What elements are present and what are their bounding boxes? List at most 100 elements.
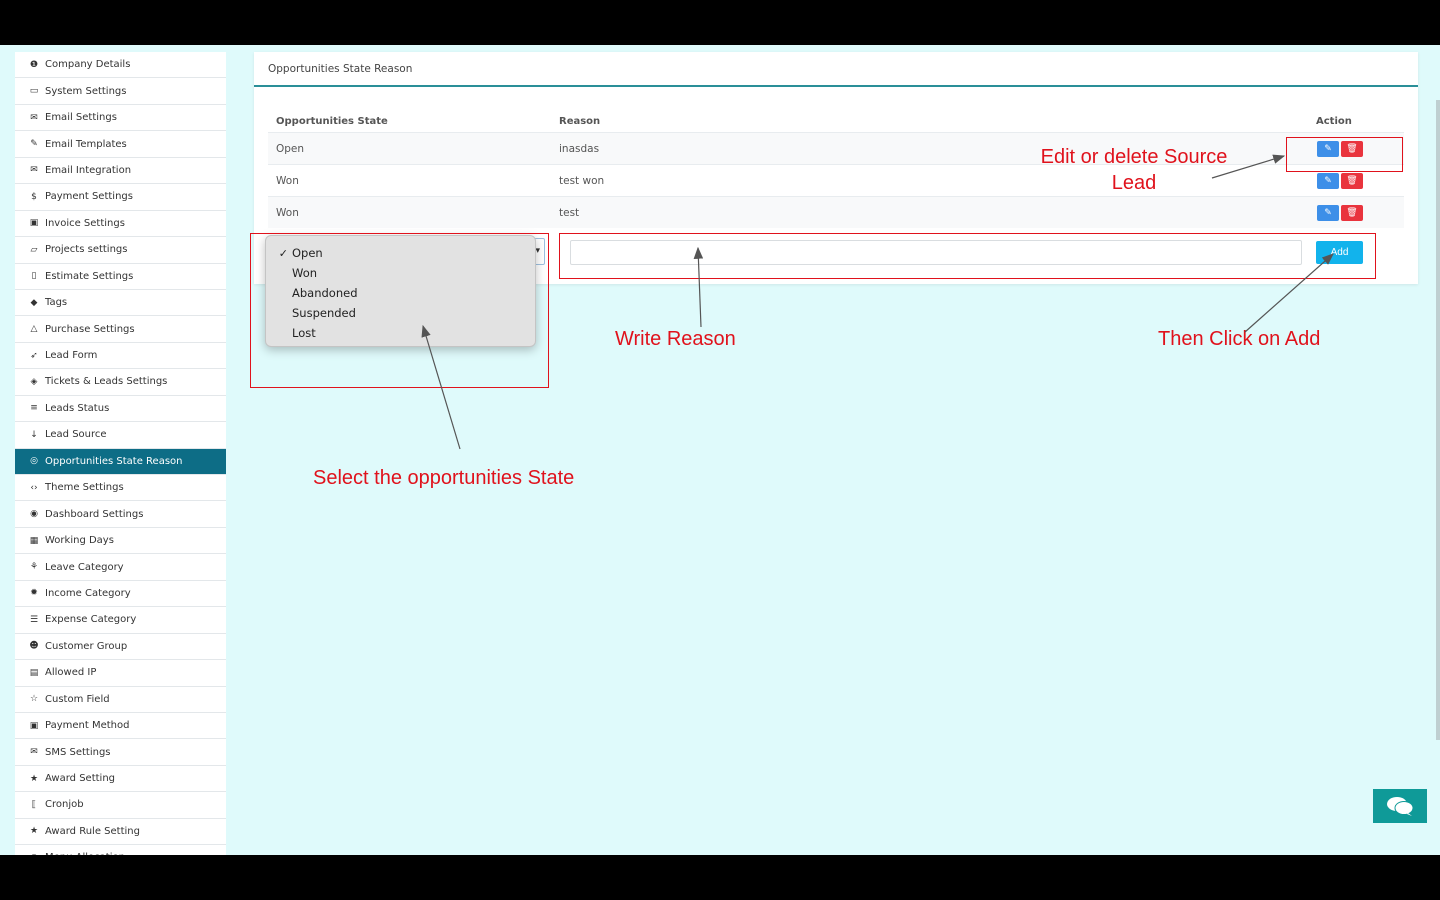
envelope-icon: ✉: [30, 747, 38, 758]
table-row: Won test ✎ 🗑: [268, 196, 1404, 228]
row-state: Won: [276, 175, 299, 187]
ticket-icon: ◈: [30, 376, 38, 387]
dropdown-option-abandoned[interactable]: Abandoned: [266, 283, 535, 303]
sidebar-item-tickets-leads-settings[interactable]: ◈ Tickets & Leads Settings: [15, 369, 226, 396]
sidebar-item-label: Purchase Settings: [45, 323, 135, 335]
dropdown-option-won[interactable]: Won: [266, 263, 535, 283]
folder-icon: ▱: [30, 244, 38, 255]
sidebar-item-email-templates[interactable]: ✎Email Templates: [15, 131, 226, 158]
sidebar-item-allowed-ip[interactable]: ▤Allowed IP: [15, 660, 226, 687]
desktop-icon: ▭: [29, 86, 39, 97]
circle-dot-icon: ◎: [30, 456, 38, 467]
delete-button[interactable]: 🗑: [1341, 141, 1363, 157]
sidebar-item-label: Income Category: [45, 587, 131, 599]
dropdown-option-open[interactable]: ✓Open: [266, 243, 535, 263]
sidebar-item-theme-settings[interactable]: ‹› Theme Settings: [15, 475, 226, 502]
sidebar-item-label: Opportunities State Reason: [45, 455, 183, 467]
row-reason: inasdas: [559, 143, 600, 155]
dashboard-icon: ◉: [30, 509, 38, 520]
sidebar-item-expense-category[interactable]: ☰Expense Category: [15, 607, 226, 634]
sidebar-item-payment-method[interactable]: ▣Payment Method: [15, 713, 226, 740]
list-icon: ≡: [30, 403, 38, 414]
sidebar-item-income-category[interactable]: ✹ Income Category: [15, 581, 226, 608]
sidebar-item-label: Dashboard Settings: [45, 508, 144, 520]
sidebar-item-cronjob[interactable]: ⟦Cronjob: [15, 792, 226, 819]
star-icon: ★: [29, 773, 39, 784]
annotation-select-state: Select the opportunities State: [313, 467, 575, 489]
sidebar-item-invoice-settings[interactable]: ▣ Invoice Settings: [15, 211, 226, 238]
sidebar-item-award-rule-setting[interactable]: ★Award Rule Setting: [15, 819, 226, 846]
dropdown-option-label: Lost: [292, 326, 316, 340]
sidebar-item-tags[interactable]: ◆ Tags: [15, 290, 226, 317]
sidebar-item-label: Award Setting: [45, 773, 116, 785]
sidebar-item-email-settings[interactable]: ✉Email Settings: [15, 105, 226, 132]
sidebar-item-email-integration[interactable]: ✉Email Integration: [15, 158, 226, 185]
page-scrollbar[interactable]: [1436, 100, 1440, 740]
sidebar-item-payment-settings[interactable]: $Payment Settings: [15, 184, 226, 211]
file-icon: ▯: [31, 271, 37, 282]
row-reason: test won: [559, 175, 605, 187]
sidebar-item-projects-settings[interactable]: ▱ Projects settings: [15, 237, 226, 264]
sidebar-item-lead-source[interactable]: ↓ Lead Source: [15, 422, 226, 449]
star-outline-icon: ☆: [29, 694, 39, 705]
delete-button[interactable]: 🗑: [1341, 173, 1363, 189]
edit-button[interactable]: ✎: [1317, 141, 1339, 157]
tags-icon: ◆: [30, 297, 38, 308]
sidebar-item-dashboard-settings[interactable]: ◉ Dashboard Settings: [15, 501, 226, 528]
envelope-outline-icon: ✉: [30, 165, 38, 176]
sidebar-item-system-settings[interactable]: ▭System Settings: [15, 78, 226, 105]
leaf-icon: ⚘: [29, 562, 39, 573]
sidebar-item-label: Tickets & Leads Settings: [45, 376, 168, 388]
money-icon: ▣: [29, 218, 39, 229]
arrow-down-icon: ↓: [30, 429, 38, 440]
sidebar-item-purchase-settings[interactable]: △ Purchase Settings: [15, 316, 226, 343]
edit-button[interactable]: ✎: [1317, 205, 1339, 221]
certificate-icon: ✹: [30, 588, 38, 599]
sidebar-item-label: Lead Source: [45, 429, 107, 441]
sidebar-item-custom-field[interactable]: ☆Custom Field: [15, 687, 226, 713]
edit-button[interactable]: ✎: [1317, 173, 1339, 189]
chevron-down-icon: ▾: [535, 246, 540, 256]
panel-title: Opportunities State Reason: [268, 63, 413, 75]
sidebar-item-sms-settings[interactable]: ✉SMS Settings: [15, 739, 226, 766]
sidebar-item-label: Projects settings: [45, 244, 128, 256]
chat-button[interactable]: [1373, 789, 1427, 823]
sidebar-item-lead-form[interactable]: ➶Lead Form: [15, 343, 226, 370]
trash-icon: 🗑: [1346, 208, 1358, 218]
row-state: Won: [276, 207, 299, 219]
sidebar-item-award-setting[interactable]: ★ Award Setting: [15, 766, 226, 793]
sidebar-item-leads-status[interactable]: ≡ Leads Status: [15, 396, 226, 423]
dollar-icon: $: [31, 191, 37, 202]
dropdown-option-label: Suspended: [292, 306, 356, 320]
sidebar-item-label: Cronjob: [45, 799, 84, 811]
sidebar-item-label: Tags: [45, 297, 68, 309]
dropdown-option-suspended[interactable]: Suspended: [266, 303, 535, 323]
sidebar-item-label: Company Details: [45, 59, 131, 71]
sidebar-item-working-days[interactable]: ▦Working Days: [15, 528, 226, 555]
sidebar-item-label: Leave Category: [45, 561, 124, 573]
sidebar-item-label: Email Templates: [45, 138, 127, 150]
delete-button[interactable]: 🗑: [1341, 205, 1363, 221]
sidebar-item-customer-group[interactable]: ☻Customer Group: [15, 634, 226, 661]
sidebar-item-label: Invoice Settings: [45, 217, 125, 229]
code-icon: ‹›: [30, 482, 38, 493]
trash-icon: 🗑: [1346, 176, 1358, 186]
sidebar-item-estimate-settings[interactable]: ▯ Estimate Settings: [15, 264, 226, 290]
sidebar-item-opportunities-state-reason[interactable]: ◎ Opportunities State Reason: [15, 448, 226, 475]
shopping-bag-icon: △: [30, 324, 38, 335]
annotation-edit-delete-line1: Edit or delete Source: [1040, 146, 1228, 168]
sidebar-item-menu-allocation[interactable]: ◎Menu Allocation: [15, 845, 226, 855]
sidebar-item-label: Estimate Settings: [45, 270, 134, 282]
dropdown-option-lost[interactable]: Lost: [266, 323, 535, 343]
sidebar-item-label: Leads Status: [45, 402, 110, 414]
annotation-box-state: [250, 233, 549, 388]
dropdown-option-label: Open: [292, 246, 323, 260]
reason-input[interactable]: [570, 240, 1302, 265]
sidebar-item-leave-category[interactable]: ⚘ Leave Category: [15, 554, 226, 581]
sidebar-item-label: Theme Settings: [45, 482, 124, 494]
sidebar-item-label: Email Settings: [45, 112, 117, 124]
row-state: Open: [276, 143, 305, 155]
header-opportunities-state: Opportunities State: [276, 116, 388, 127]
tasks-icon: ☰: [29, 614, 39, 625]
